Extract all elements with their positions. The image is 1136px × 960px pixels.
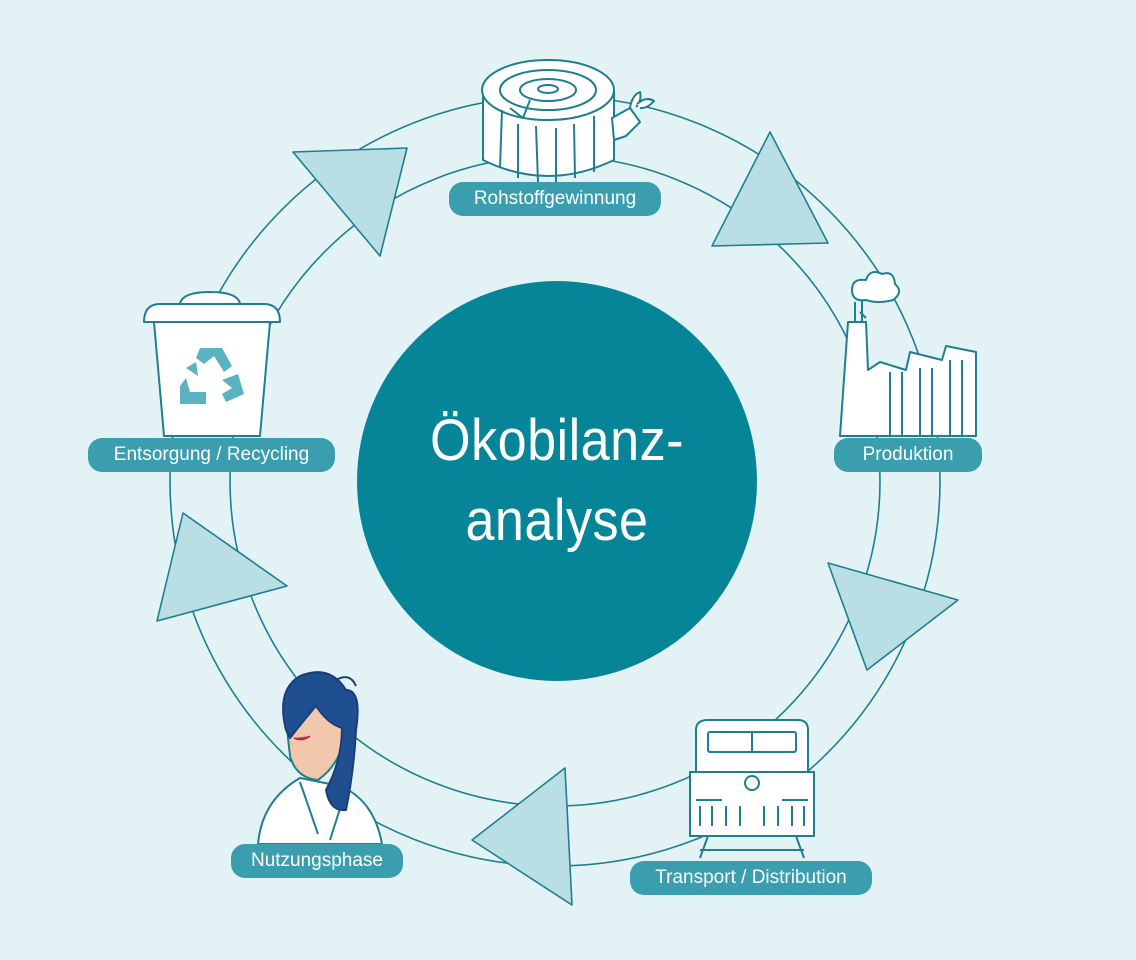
person-icon bbox=[257, 671, 383, 845]
arrow-head-bottom bbox=[471, 767, 573, 906]
cycle-arrows bbox=[156, 131, 959, 906]
arrow-head-right bbox=[827, 562, 959, 671]
recycling-bin-icon bbox=[143, 291, 281, 437]
factory-icon bbox=[839, 271, 977, 437]
arrow-head-top-left bbox=[292, 147, 408, 257]
label-rohstoffgewinnung: Rohstoffgewinnung bbox=[449, 182, 661, 216]
label-transport-distribution: Transport / Distribution bbox=[630, 861, 872, 895]
arrow-head-top-right bbox=[711, 131, 829, 247]
label-produktion: Produktion bbox=[834, 438, 982, 472]
recycle-symbol-icon bbox=[180, 348, 244, 404]
train-icon bbox=[689, 719, 815, 859]
label-nutzungsphase: Nutzungsphase bbox=[231, 844, 403, 878]
tree-stump-icon bbox=[481, 59, 655, 183]
label-entsorgung-recycling: Entsorgung / Recycling bbox=[88, 438, 335, 472]
arrow-head-left bbox=[156, 512, 288, 622]
center-circle bbox=[357, 281, 757, 681]
